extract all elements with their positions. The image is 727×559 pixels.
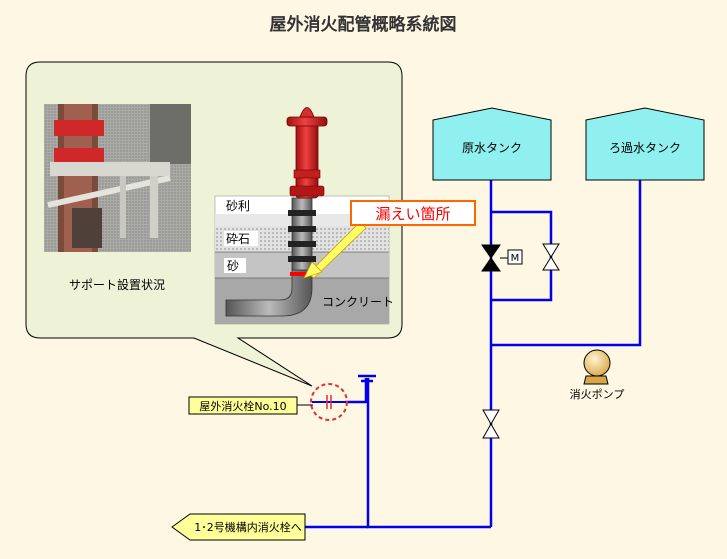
hydrant-cap-symbol [358, 374, 376, 383]
motor-operated-valve [481, 244, 523, 272]
lower-valve [482, 409, 500, 439]
gravel-label-bg [224, 198, 258, 213]
crushed-stone-label: 砕石 [226, 231, 250, 246]
leak-marker [290, 272, 316, 276]
hydrant-symbol [310, 383, 348, 421]
leak-callout-box [350, 200, 476, 226]
filtered-water-tank-label: ろ過水タンク [609, 141, 681, 155]
pump-label: 消火ポンプ [570, 387, 625, 401]
crushed-stone-label-bg [224, 231, 258, 246]
fire-pump [583, 349, 611, 385]
support-photo [44, 104, 191, 252]
diagram-title: 屋外消火配管概略系統図 [270, 14, 457, 35]
raw-water-tank-label: 原水タンク [462, 141, 522, 155]
leak-callout-arrow [303, 221, 367, 279]
filtered-water-tank [585, 107, 705, 181]
leak-label: 漏えい箇所 [375, 205, 450, 223]
bypass-valve [542, 243, 560, 271]
gravel-label: 砂利 [226, 199, 250, 213]
raw-water-tank [432, 107, 552, 181]
hydrant-cross-section [225, 107, 328, 317]
destination-arrow [171, 513, 306, 541]
sand-label-bg [224, 258, 246, 273]
hydrant-label: 屋外消火栓No.10 [199, 399, 286, 413]
sand-label: 砂 [227, 259, 239, 273]
destination-label: 1･2号機構内消火栓へ [194, 520, 302, 534]
photo-caption: サポート設置状況 [69, 277, 165, 292]
concrete-label: コンクリート [322, 295, 394, 309]
motor-label: M [511, 253, 520, 264]
